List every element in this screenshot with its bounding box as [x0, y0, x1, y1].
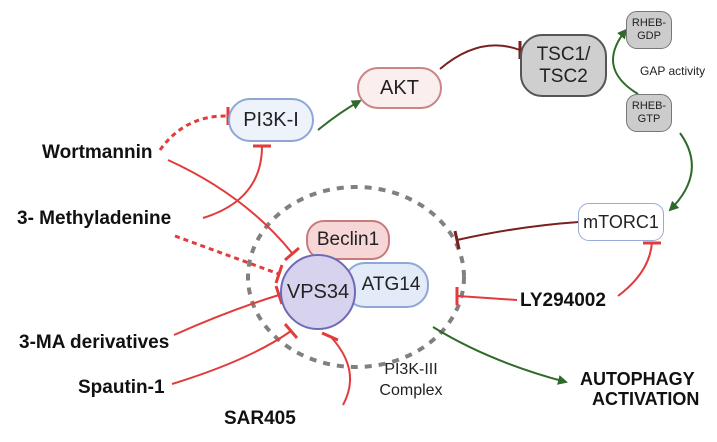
- sar405-inhibits-vps34-bar: [321, 331, 339, 342]
- beclin1-label: Beclin1: [316, 229, 380, 250]
- sar405-label: SAR405: [224, 408, 296, 429]
- pi3k-iii-complex-outline: [246, 185, 466, 369]
- rheb-gtp-to-gdp-arrow: [612, 28, 639, 95]
- tsc1-tsc2-node: TSC1/ TSC2: [520, 34, 607, 97]
- akt-inhibits-tsc: [439, 44, 521, 70]
- mtorc1-inhibits-complex: [456, 221, 580, 241]
- ly294002-inhibits-complex: [457, 295, 518, 301]
- complex-label-line1: PI3K-III: [384, 361, 438, 378]
- autophagy-label: AUTOPHAGY: [580, 369, 695, 389]
- three-ma-derivatives-inhibits-vps34: [173, 294, 280, 336]
- pi3k-i-label: PI3K-I: [243, 108, 299, 131]
- mtorc1-label: mTORC1: [583, 211, 659, 232]
- tsc-label-line1: TSC1/: [536, 43, 591, 65]
- spautin-1-label: Spautin-1: [78, 377, 165, 398]
- three-ma-inhibits-vps34-bar: [274, 264, 284, 284]
- wortmannin-inhibits-vps34-bar: [284, 246, 300, 262]
- rheb-gtp-node: RHEB- GTP: [626, 94, 672, 132]
- akt-label: AKT: [380, 76, 419, 99]
- pi3k-i-node: PI3K-I: [228, 98, 314, 142]
- wortmannin-label: Wortmannin: [42, 142, 153, 163]
- sar405-inhibits-vps34: [329, 335, 352, 406]
- pi3k-to-akt-arrow: [317, 100, 362, 131]
- vps34-node: VPS34: [280, 254, 356, 330]
- vps34-label: VPS34: [286, 280, 350, 303]
- rheb-gtp-label-line2: GTP: [637, 113, 661, 125]
- mtorc1-node: mTORC1: [578, 203, 664, 241]
- akt-node: AKT: [357, 67, 442, 109]
- complex-to-autophagy-arrow: [432, 326, 568, 385]
- tsc-label-line2: TSC2: [539, 65, 588, 87]
- atg14-label: ATG14: [361, 274, 421, 295]
- wortmannin-inhibits-pi3k: [158, 114, 229, 151]
- rheb-gdp-label-line2: GDP: [637, 30, 661, 42]
- mtorc1-inhibits-complex-bar: [453, 230, 461, 250]
- rheb-gtp-label-line1: RHEB-: [631, 100, 667, 112]
- spautin-inhibits-vps34-bar: [283, 323, 299, 339]
- activation-label: ACTIVATION: [592, 389, 700, 409]
- gap-activity-label: GAP activity: [640, 64, 706, 78]
- ly294002-label: LY294002: [520, 290, 606, 311]
- spautin-inhibits-vps34: [171, 330, 292, 385]
- rheb-gdp-label-line1: RHEB-: [631, 17, 667, 29]
- three-methyladenine-label: 3- Methyladenine: [17, 208, 172, 229]
- complex-label-line2: Complex: [379, 382, 443, 399]
- rheb-gtp-to-mtorc1-arrow: [668, 132, 693, 212]
- three-ma-inhibits-vps34: [174, 234, 280, 276]
- ly294002-inhibits-mtorc1: [617, 241, 653, 297]
- rheb-gdp-node: RHEB- GDP: [626, 11, 672, 49]
- three-ma-derivatives-label: 3-MA derivatives: [19, 332, 170, 353]
- three-ma-inhibits-pi3k: [202, 145, 263, 219]
- beclin1-node: Beclin1: [306, 220, 390, 260]
- atg14-node: ATG14: [343, 262, 429, 308]
